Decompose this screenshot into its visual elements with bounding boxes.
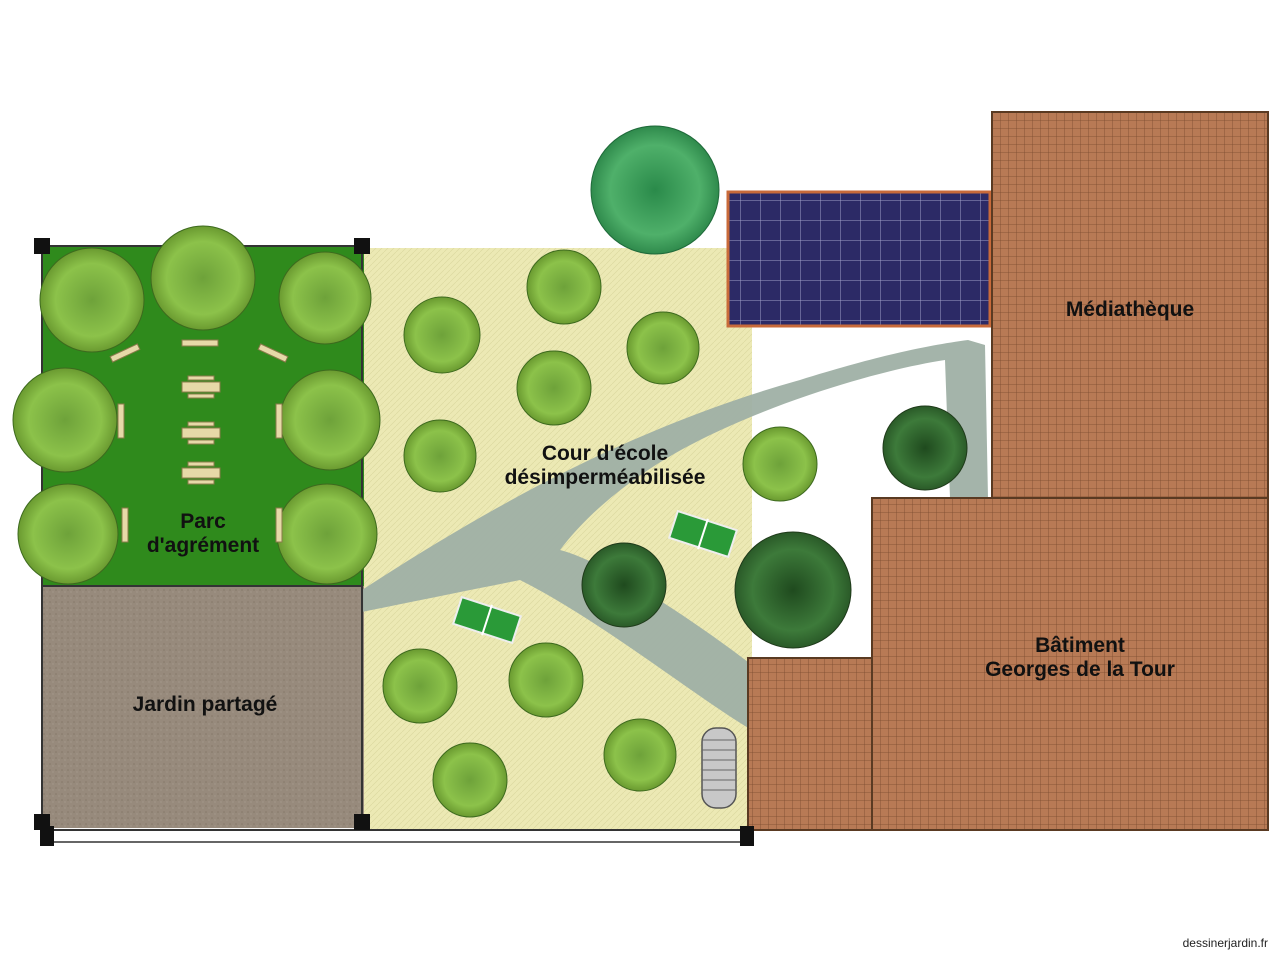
tree-dark-icon [581,405,968,649]
cour-label-line2: désimperméabilisée [504,466,706,489]
batiment-label-line1: Bâtiment [1035,634,1125,657]
picnic-table-icon [181,375,221,485]
cour-label-line1: Cour d'école [541,442,669,465]
fence-post-icon [34,238,754,846]
rain-tank-icon [701,727,737,809]
shared-garden-area [42,586,364,828]
cour-label: Cour d'école désimperméabilisée [470,442,740,490]
mediatheque-label: Médiathèque [1065,298,1195,321]
batiment-label: Bâtiment Georges de la Tour [950,634,1210,682]
parc-label: Parc d'agrément [118,510,288,558]
mediatheque-building [991,111,1269,499]
ping-pong-table-icon [451,509,739,645]
parc-label-line2: d'agrément [146,534,260,557]
batiment-label-line2: Georges de la Tour [985,658,1175,681]
paths [362,340,988,730]
jardin-label: Jardin partagé [132,693,278,716]
tree-icon [12,225,818,818]
tree-mint-icon [590,125,720,255]
bench-icon [109,339,289,543]
parc-label-line1: Parc [180,510,226,533]
batiment-building [871,497,1269,831]
solar-panel-icon [726,190,992,328]
batiment-annex [747,657,873,831]
credit-text: dessinerjardin.fr [1182,936,1268,950]
